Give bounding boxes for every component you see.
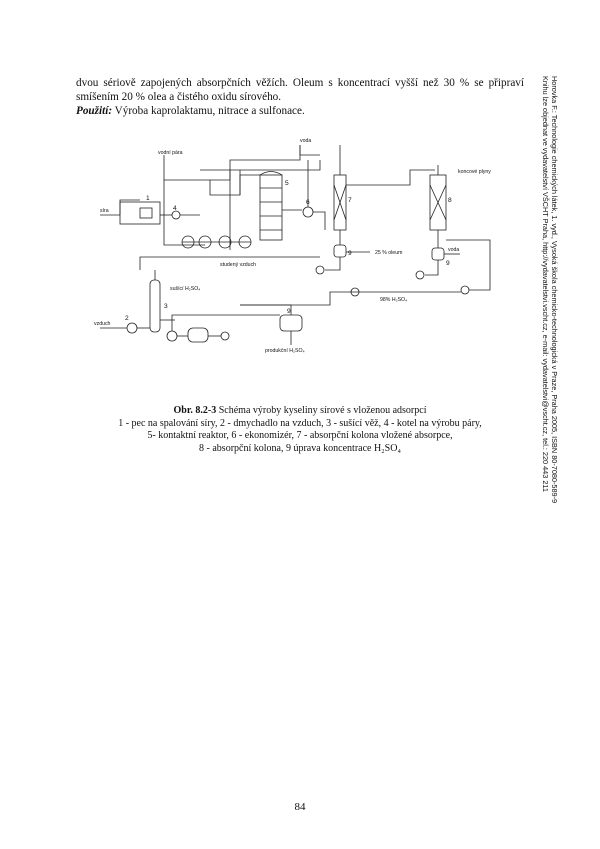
pipe (240, 304, 292, 315)
number-9: 9 (287, 308, 291, 315)
contact-reactor (259, 174, 283, 241)
pump (415, 270, 425, 280)
packing (333, 184, 347, 221)
caption-label: Obr. 8.2-3 (173, 405, 217, 416)
number-4: 4 (173, 205, 177, 212)
boiler (171, 210, 181, 220)
number-7: 7 (348, 197, 352, 204)
acid-tank (187, 327, 209, 343)
caption-line: 5- kontaktní reaktor, 6 - ekonomizér, 7 … (147, 430, 453, 441)
pipe (200, 160, 321, 171)
reactor-top (259, 171, 283, 176)
label-98-h2so4: 98% H₂SO₄ (380, 297, 407, 303)
label-sira: síra (100, 208, 109, 214)
label-susici-h2so4: sušící H₂SO₄ (170, 286, 200, 292)
packing (429, 184, 447, 221)
body-text: dvou sériově zapojených absorpčních věží… (76, 76, 524, 118)
number-5: 5 (285, 180, 289, 187)
pump (315, 265, 325, 275)
caption-line: 8 - absorpční kolona, 9 úprava koncentra… (199, 442, 401, 454)
label-produkcni-h2so4: produkční H₂SO₄ (265, 348, 305, 354)
pipe (425, 260, 439, 276)
number-9: 9 (348, 250, 352, 257)
acid-tank (333, 244, 347, 258)
number-3: 3 (164, 303, 168, 310)
pump (220, 331, 230, 341)
usage-label: Použití: (76, 105, 113, 117)
pipe (239, 174, 260, 195)
air-blower (126, 322, 138, 334)
number-1: 1 (146, 195, 150, 202)
label-koncove-plyny: koncové plyny (458, 169, 491, 175)
pipe (446, 239, 491, 291)
side-note: Horovka F.: Technologie chemických látek… (541, 76, 559, 636)
label-vodni-para: vodní pára (158, 150, 183, 156)
label-vzduch: vzduch (94, 321, 111, 327)
pipe (325, 257, 341, 271)
pipe (313, 211, 326, 230)
product-tank (279, 314, 303, 332)
pipe (139, 256, 320, 270)
side-note-line: Knihu lze objednat ve vydavatelství VŠCH… (541, 76, 550, 492)
figure-caption: Obr. 8.2-3 Schéma výroby kyseliny sírové… (76, 405, 524, 455)
label-studeny-vzduch: studený vzduch (220, 262, 256, 268)
acid-tank (431, 247, 445, 261)
number-6: 6 (306, 199, 310, 206)
paragraph: dvou sériově zapojených absorpčních věží… (76, 76, 524, 104)
caption-line: 1 - pec na spalování síry, 2 - dmychadlo… (118, 417, 482, 429)
paragraph-line: dvou sériově zapojených absorpčních věží… (76, 77, 524, 103)
pipe (171, 314, 280, 331)
label-voda-top: voda (300, 138, 311, 144)
number-8: 8 (448, 197, 452, 204)
drying-tower (149, 279, 161, 333)
pipe (299, 145, 320, 156)
number-2: 2 (125, 315, 129, 322)
process-diagram-svg: síra vodní pára voda koncové plyny stude… (94, 138, 491, 354)
pipe (240, 291, 351, 306)
usage-line: Použití: Výroba kaprolaktamu, nitrace a … (76, 104, 524, 118)
label-voda-right: voda (448, 247, 459, 253)
furnace-burner (139, 207, 153, 219)
caption-title-line: Obr. 8.2-3 Schéma výroby kyseliny sírové… (76, 405, 524, 418)
process-diagram: síra vodní pára voda koncové plyny stude… (80, 130, 520, 420)
label-oleum: 25 % oleum (375, 250, 402, 256)
side-note-line: Horovka F.: Technologie chemických látek… (550, 76, 559, 504)
number-9: 9 (446, 260, 450, 267)
pump (460, 285, 470, 295)
usage-text: Výroba kaprolaktamu, nitrace a sulfonace… (112, 105, 305, 117)
heat-exchanger (166, 330, 178, 342)
sulfur-furnace (119, 201, 161, 225)
page-number: 84 (294, 801, 306, 813)
pipe (163, 180, 205, 246)
pipe (209, 170, 241, 196)
pipe (346, 169, 435, 186)
caption-title: Schéma výroby kyseliny sírové s vloženou… (216, 405, 427, 416)
economizer (302, 206, 314, 218)
